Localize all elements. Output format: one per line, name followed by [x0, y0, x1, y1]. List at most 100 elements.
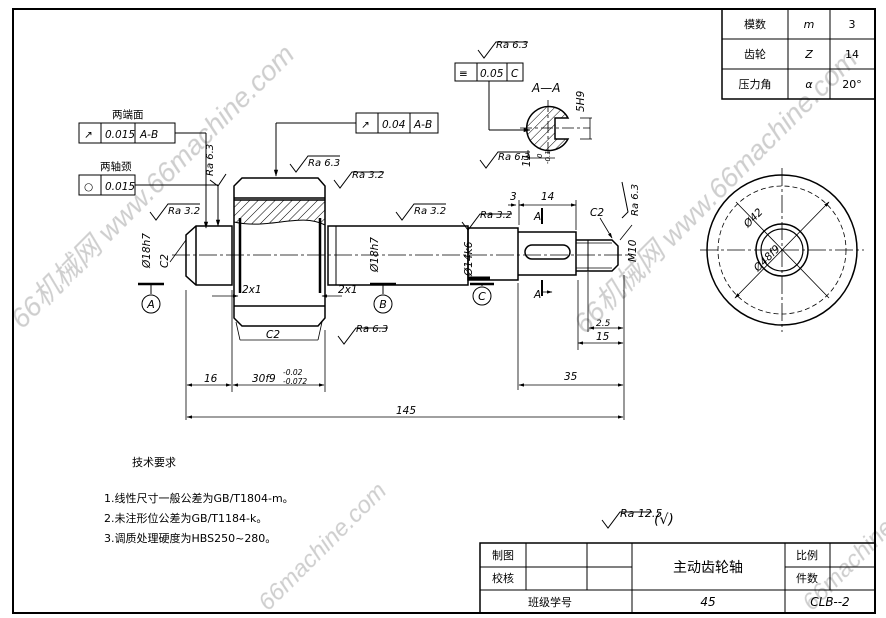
section-aa [520, 100, 592, 160]
dim-len-16: 16 [204, 373, 218, 385]
outer-frame [12, 8, 876, 614]
section-title: A—A [531, 81, 560, 95]
ra-general-check: (√) [654, 512, 674, 528]
tolerance-text: 两端面 ↗ 0.015 A-B 两轴颈 ○ 0.015 ↗ 0.04 A-B ≡… [84, 68, 519, 193]
thread-end [576, 239, 619, 272]
keyway-sym-value: 0.05 [480, 68, 504, 80]
left-journal [185, 225, 233, 286]
journal-symbol: ○ [84, 181, 93, 193]
tb-class: 班级学号 [528, 595, 572, 609]
roughness-marks [149, 41, 652, 529]
gear-table-text: 模数 m 3 齿轮 Z 14 压力角 α 20° [739, 18, 862, 91]
datum-c: C [478, 290, 486, 303]
tb-scale: 比例 [796, 548, 818, 562]
end-view-text: Ø42 Ø48f9 [741, 206, 783, 275]
notes-heading: 技术要求 [132, 456, 176, 469]
tolerance-frames [78, 62, 531, 229]
journal-value: 0.015 [105, 181, 135, 193]
dim-groove-right: 2x1 [338, 284, 358, 296]
dimension-text: Ø18h7 C2 2x1 2x1 C2 Ø18h7 Ø14k6 16 30f9 … [141, 191, 639, 417]
section-depth-lower: -0.1 [544, 150, 552, 164]
section-depth-upper: 0 [536, 153, 544, 158]
section-depth: 11 [521, 154, 533, 167]
datum-letters: A B C [146, 290, 486, 311]
ra-keyway-bottom: Ra 6.3 [498, 152, 530, 163]
note-1: 1.线性尺寸一般公差为GB/T1804-m。 [104, 491, 294, 505]
dim-len-3: 3 [510, 191, 517, 203]
dim-c2-left: C2 [159, 254, 171, 268]
ra-journal: Ra 3.2 [414, 206, 446, 217]
gear-parameter-table [721, 8, 876, 100]
dim-d-right-journal: Ø18h7 [369, 237, 381, 273]
tb-check: 校核 [492, 571, 514, 585]
dim-len-35: 35 [564, 371, 578, 383]
dim-section-mark-bottom: A [533, 289, 541, 301]
note-3: 3.调质处理硬度为HBS250~280。 [104, 531, 276, 545]
watermarks: 66机械网 www.66machine.com 66机械网 www.66mach… [4, 38, 886, 616]
section-text: A—A 11 0 -0.1 5H9 [521, 81, 587, 167]
ra-gear-top-1: Ra 6.3 [308, 158, 340, 169]
dim-gear-chamfer: C2 [266, 329, 280, 341]
note-2: 2.未注形位公差为GB/T1184-k。 [104, 511, 267, 525]
section-width: 5H9 [575, 90, 587, 112]
dim-len-14: 14 [541, 191, 554, 203]
gear-label-teeth: 齿轮 [744, 47, 766, 61]
dim-gear-width: 30f9 [252, 373, 276, 385]
key-shaft [467, 227, 519, 281]
keyway-sym-symbol: ≡ [459, 68, 468, 80]
gear-runout-datum: A-B [413, 119, 432, 131]
journal-label: 两轴颈 [100, 160, 132, 173]
shaft-main-view [172, 177, 632, 327]
end-face-datum: A-B [139, 129, 158, 141]
end-face-label: 两端面 [112, 108, 144, 121]
end-face-symbol: ↗ [84, 129, 93, 141]
gear-label-angle: 压力角 [739, 78, 772, 91]
tb-material: 45 [700, 595, 715, 609]
ra-general: Ra 12.5 [620, 507, 662, 520]
gear-value-angle: 20° [842, 78, 862, 91]
roughness-text: Ra 3.2 Ra 6.3 Ra 6.3 Ra 3.2 Ra 3.2 Ra 3.… [168, 40, 674, 528]
dimension-lines [169, 200, 633, 420]
ra-gear-bottom: Ra 6.3 [356, 324, 388, 335]
gear-symbol-module: m [804, 18, 815, 31]
ra-gear-face: Ra 6.3 [205, 144, 216, 176]
dim-c2-right: C2 [590, 207, 604, 219]
dim-d-key-shaft: Ø14k6 [463, 241, 475, 277]
ra-gear-top-2: Ra 3.2 [352, 170, 384, 181]
ra-thread: Ra 6.3 [630, 184, 641, 216]
technical-notes: 技术要求 1.线性尺寸一般公差为GB/T1804-m。 2.未注形位公差为GB/… [104, 456, 294, 545]
tb-drawn: 制图 [492, 549, 514, 562]
keyway-slot [524, 244, 571, 260]
dim-section-mark-top: A [533, 211, 541, 223]
title-block-text: 制图 校核 班级学号 主动齿轮轴 比例 件数 45 CLB--2 [492, 548, 850, 609]
ra-left-journal: Ra 3.2 [168, 206, 200, 217]
gear-symbol-teeth: Z [804, 48, 813, 61]
dim-d-left: Ø18h7 [141, 233, 153, 269]
dim-thread: M10 [627, 239, 639, 262]
keyway-sym-datum: C [511, 68, 519, 80]
ra-key-shaft: Ra 3.2 [480, 210, 512, 221]
end-face-value: 0.015 [105, 129, 135, 141]
gear-label-module: 模数 [744, 18, 766, 31]
datum-a: A [146, 298, 155, 311]
right-journal [327, 225, 469, 286]
dim-len-15: 15 [596, 331, 610, 343]
datum-symbols [138, 282, 494, 314]
gear-value-teeth: 14 [845, 48, 859, 61]
title-block [479, 542, 876, 614]
watermark-right: 66机械网 www.66machine.com [567, 43, 863, 339]
tb-drawing-no: CLB--2 [810, 595, 849, 609]
tb-qty: 件数 [796, 572, 818, 585]
gear-symbol-angle: α [805, 78, 813, 91]
gear-runout-symbol: ↗ [361, 119, 370, 131]
dim-total: 145 [396, 405, 416, 417]
gear-end-view [700, 168, 864, 332]
ra-keyway-top: Ra 6.3 [496, 40, 528, 51]
tb-part-name: 主动齿轮轴 [673, 560, 743, 576]
datum-b: B [379, 298, 387, 311]
dim-len-2-5: 2.5 [596, 319, 611, 329]
end-view-d-root: Ø42 [741, 206, 766, 231]
dim-gear-width-lower: -0.072 [283, 377, 307, 386]
gear-value-module: 3 [849, 18, 856, 31]
